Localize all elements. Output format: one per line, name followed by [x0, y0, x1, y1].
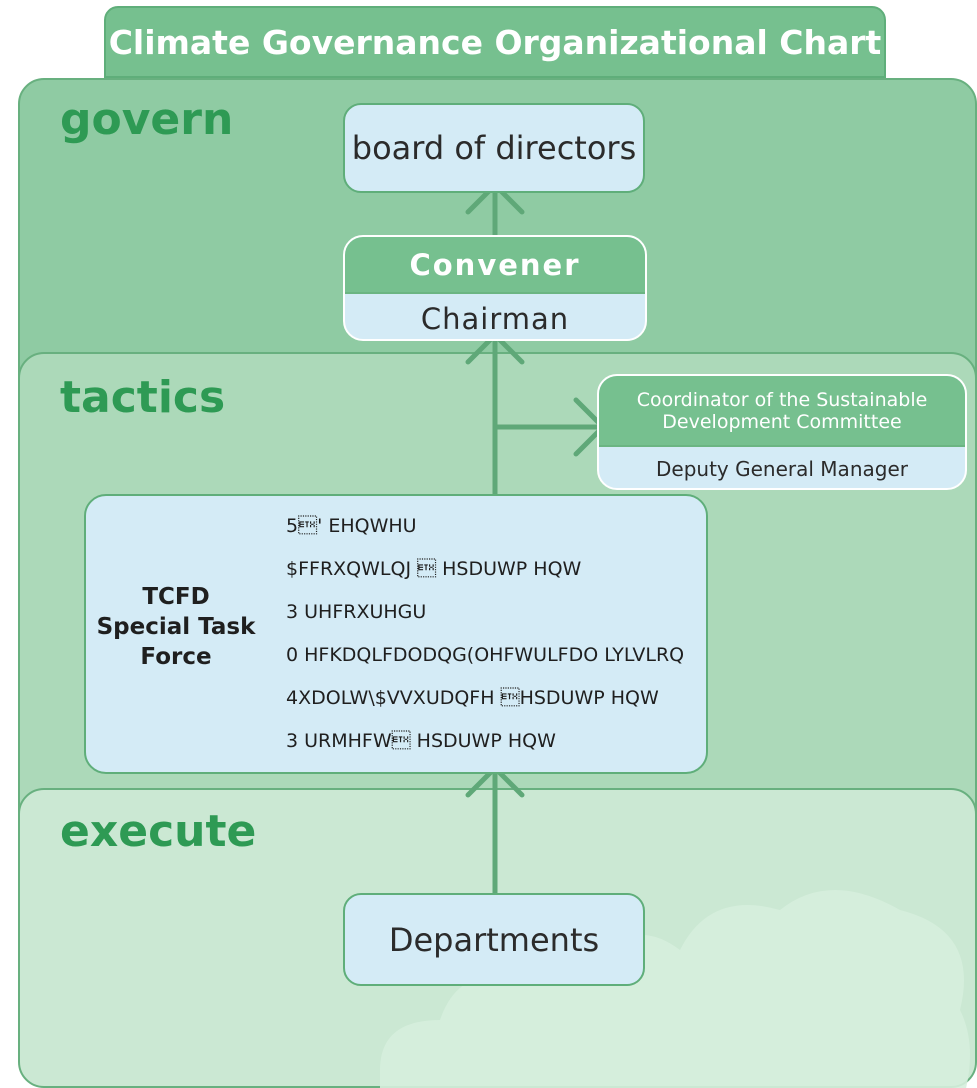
cloud-icon	[380, 890, 970, 1088]
govern-label: govern	[60, 94, 234, 145]
tcfd-task-force-node: TCFD Special Task Force 5' EHQWHU $FFRX…	[84, 494, 708, 774]
execute-label: execute	[60, 806, 257, 857]
coordinator-role-line1: Coordinator of the Sustainable	[636, 388, 928, 411]
tcfd-member: 3 UHFRXUHGU	[286, 601, 427, 623]
coordinator-node: Coordinator of the Sustainable Developme…	[597, 374, 967, 490]
board-of-directors-node: board of directors	[343, 103, 645, 193]
chart-title: Climate Governance Organizational Chart	[104, 6, 886, 78]
tcfd-title: TCFD Special Task Force	[88, 582, 264, 672]
coordinator-role: Coordinator of the Sustainable Developme…	[599, 376, 965, 445]
tcfd-member: 0 HFKDQLFDODQG(OHFWULFDO LYLVLRQ	[286, 644, 685, 666]
convener-node: Convener Chairman	[343, 235, 647, 341]
tcfd-member: $FFRXQWLQJ  HSDUWP HQW	[286, 558, 582, 580]
tcfd-member: 3 URMHFW HSDUWP HQW	[286, 730, 556, 752]
tcfd-member-list: 5' EHQWHU $FFRXQWLQJ  HSDUWP HQW 3 UHF…	[286, 512, 684, 770]
tcfd-member: 4XDOLW\$VVXUDQFH HSDUWP HQW	[286, 687, 659, 709]
tcfd-title-line2: Special Task	[96, 614, 256, 640]
convener-role: Convener	[345, 237, 645, 292]
tcfd-title-line3: Force	[140, 644, 212, 670]
tactics-label: tactics	[60, 372, 226, 423]
tcfd-member: 5' EHQWHU	[286, 515, 417, 537]
coordinator-holder: Deputy General Manager	[599, 445, 965, 488]
convener-holder: Chairman	[345, 292, 645, 339]
departments-node: Departments	[343, 893, 645, 986]
tcfd-title-line1: TCFD	[142, 584, 210, 610]
coordinator-role-line2: Development Committee	[662, 410, 902, 433]
